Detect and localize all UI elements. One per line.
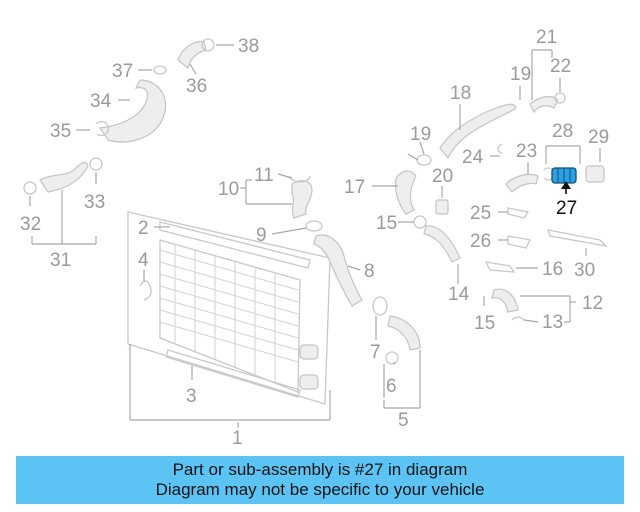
callout-21: 21: [536, 27, 557, 48]
clamp-13-part: [511, 316, 525, 321]
clamp-38-part: [201, 38, 215, 52]
hose-31-part: [39, 161, 89, 193]
callout-2: 2: [138, 218, 149, 239]
clip-24-part: [497, 143, 503, 155]
callout-36: 36: [186, 76, 207, 97]
hose-21-part: [529, 95, 559, 114]
hose-12-part: [491, 288, 519, 313]
callout-3: 3: [186, 386, 197, 407]
banner-line-part-number: Part or sub-assembly is #27 in diagram: [172, 460, 468, 479]
pipe-23-part: [505, 173, 539, 193]
lower-strip-part: [165, 349, 301, 398]
banner-line-disclaimer: Diagram may not be specific to your vehi…: [155, 480, 485, 499]
callout-7: 7: [370, 342, 381, 363]
callout-23: 23: [516, 141, 537, 162]
hose-17-part: [394, 170, 417, 215]
callout-26: 26: [470, 231, 491, 252]
highlighted-part-27: [551, 167, 577, 184]
callout-6: 6: [386, 376, 397, 397]
callout-9: 9: [256, 225, 267, 246]
charge-pipe-8-part: [313, 234, 363, 307]
ring-7-part: [372, 296, 388, 316]
callout-15b: 15: [474, 313, 495, 334]
callout-31: 31: [50, 250, 71, 271]
clamp-35-part: [95, 120, 109, 137]
ring-33-part: [89, 157, 103, 171]
callout-14: 14: [448, 284, 470, 305]
callout-17: 17: [344, 177, 365, 198]
callout-35: 35: [50, 121, 71, 142]
callout-34: 34: [90, 91, 112, 112]
clamp-32-part: [23, 181, 37, 195]
callout-28: 28: [552, 121, 573, 142]
callout-10: 10: [218, 179, 239, 200]
callout-22: 22: [550, 56, 571, 77]
callout-32: 32: [20, 214, 41, 235]
callout-13: 13: [542, 312, 563, 333]
sensor-20-part: [435, 199, 449, 215]
callout-33: 33: [84, 192, 105, 213]
callout-18: 18: [450, 83, 471, 104]
leader-lines: [29, 44, 601, 428]
callout-38: 38: [238, 36, 259, 57]
callout-4: 4: [138, 250, 149, 271]
bracket-25-part: [507, 207, 530, 219]
intercooler-part: [127, 211, 331, 405]
callout-5: 5: [398, 410, 409, 431]
callout-20: 20: [432, 166, 453, 187]
callout-16: 16: [542, 259, 563, 280]
air-duct-34-part: [98, 79, 167, 143]
clamp-15-part: [413, 215, 427, 229]
valve-29-part: [585, 165, 605, 183]
callout-11: 11: [254, 165, 274, 186]
callout-1: 1: [232, 428, 243, 449]
ring-37-part: [153, 65, 167, 75]
callout-12: 12: [582, 293, 603, 314]
bracket-26-part: [507, 235, 531, 249]
callout-27: 27: [556, 198, 577, 219]
callout-37: 37: [112, 61, 133, 82]
hose-6-part: [387, 315, 421, 351]
callout-19a: 19: [410, 124, 431, 145]
clamp-5-part: [385, 351, 399, 365]
parts-diagram: 1 2 3 4 5 6 7 8 9 10 11 12 13 14 15 15 1…: [20, 27, 609, 449]
pipe-14-part: [423, 225, 461, 263]
bracket-16-part: [484, 261, 516, 273]
callout-24: 24: [462, 147, 484, 168]
callout-25: 25: [470, 203, 491, 224]
clamp-22-part: [554, 92, 566, 104]
ring-9-part: [305, 220, 323, 232]
callout-15a: 15: [376, 213, 397, 234]
info-banner: Part or sub-assembly is #27 in diagram D…: [16, 456, 624, 504]
callout-29: 29: [588, 127, 609, 148]
bracket-30-part: [547, 229, 608, 248]
ring-19-part: [416, 154, 432, 166]
callout-30: 30: [574, 260, 595, 281]
callout-19b: 19: [510, 64, 531, 85]
clip-4-part: [139, 280, 152, 301]
callout-8: 8: [364, 261, 375, 282]
air-pipe-18-part: [439, 103, 517, 160]
pipe-10-part: [291, 180, 313, 219]
